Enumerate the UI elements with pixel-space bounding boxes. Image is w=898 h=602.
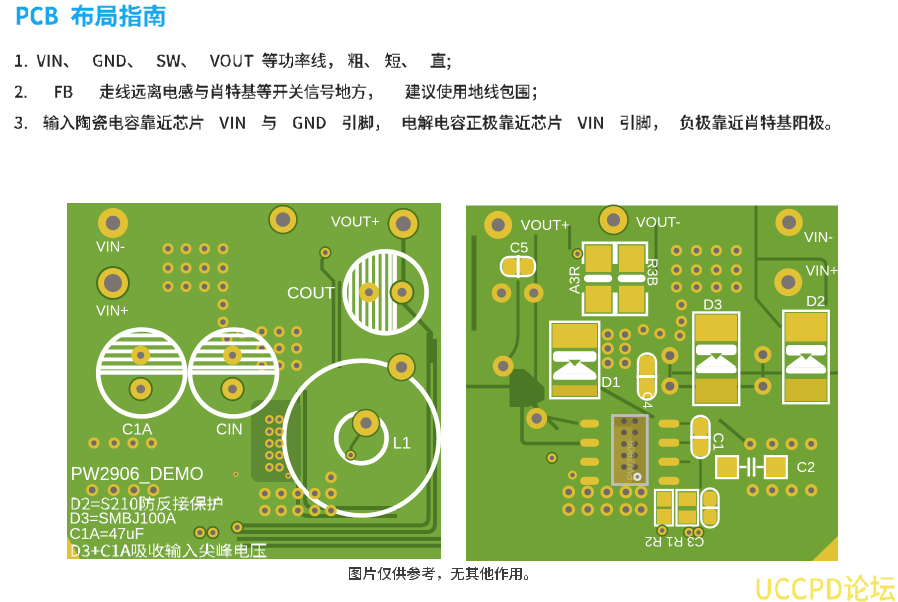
svg-text:A3R: A3R — [568, 266, 584, 294]
svg-text:R3B: R3B — [644, 258, 660, 286]
svg-text:C4: C4 — [640, 392, 655, 410]
svg-text:C1A=47uF: C1A=47uF — [70, 526, 145, 543]
svg-text:C3 R1 R2: C3 R1 R2 — [645, 534, 704, 549]
svg-text:VOUT+: VOUT+ — [521, 218, 570, 234]
svg-text:VOUT+: VOUT+ — [331, 215, 380, 231]
svg-text:C1: C1 — [710, 433, 726, 452]
svg-text:D1: D1 — [601, 374, 620, 391]
svg-text:VIN-: VIN- — [804, 230, 833, 246]
svg-text:COUT: COUT — [287, 284, 335, 303]
svg-text:VOUT-: VOUT- — [636, 215, 680, 231]
svg-text:C5: C5 — [510, 241, 529, 257]
svg-text:VIN+: VIN+ — [96, 304, 129, 320]
svg-text:C2: C2 — [797, 460, 816, 476]
svg-text:PW2906_DEMO: PW2906_DEMO — [71, 464, 204, 485]
svg-text:C1A: C1A — [122, 422, 153, 439]
svg-text:VIN+: VIN+ — [806, 264, 839, 280]
svg-text:CIN: CIN — [216, 422, 243, 439]
svg-text:D2: D2 — [806, 293, 825, 310]
svg-text:L1: L1 — [393, 435, 411, 453]
svg-text:D3=SMBJ100A: D3=SMBJ100A — [70, 511, 177, 528]
svg-text:VIN-: VIN- — [96, 240, 125, 256]
svg-text:D3: D3 — [703, 297, 722, 314]
svg-text:PW2906: PW2906 — [626, 440, 638, 480]
